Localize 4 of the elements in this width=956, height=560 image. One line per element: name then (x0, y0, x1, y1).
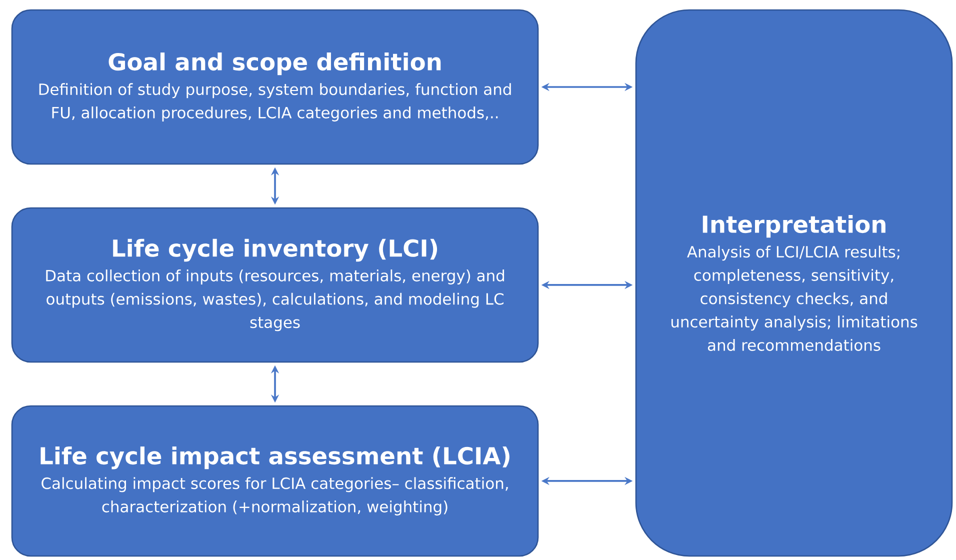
process-box: Goal and scope definition Definition of study purpose, system boundaries, function and FU, allocation procedures, LCIA categories and methods,.. (11, 9, 539, 165)
process-box: Life cycle impact assessment (LCIA) Calculating impact scores for LCIA categories– classification, characterization (+normalization, weighting) (11, 405, 539, 557)
process-box: Interpretation Analysis of LCI/LCIA results; completeness, sensitivity, consistency checks, and uncertainty analysis; limitations and recommendations (635, 9, 953, 557)
process-box: Life cycle inventory (LCI) Data collection of inputs (resources, materials, energy) and outputs (emissions, wastes), calculations, and modeling LC stages (11, 207, 539, 363)
